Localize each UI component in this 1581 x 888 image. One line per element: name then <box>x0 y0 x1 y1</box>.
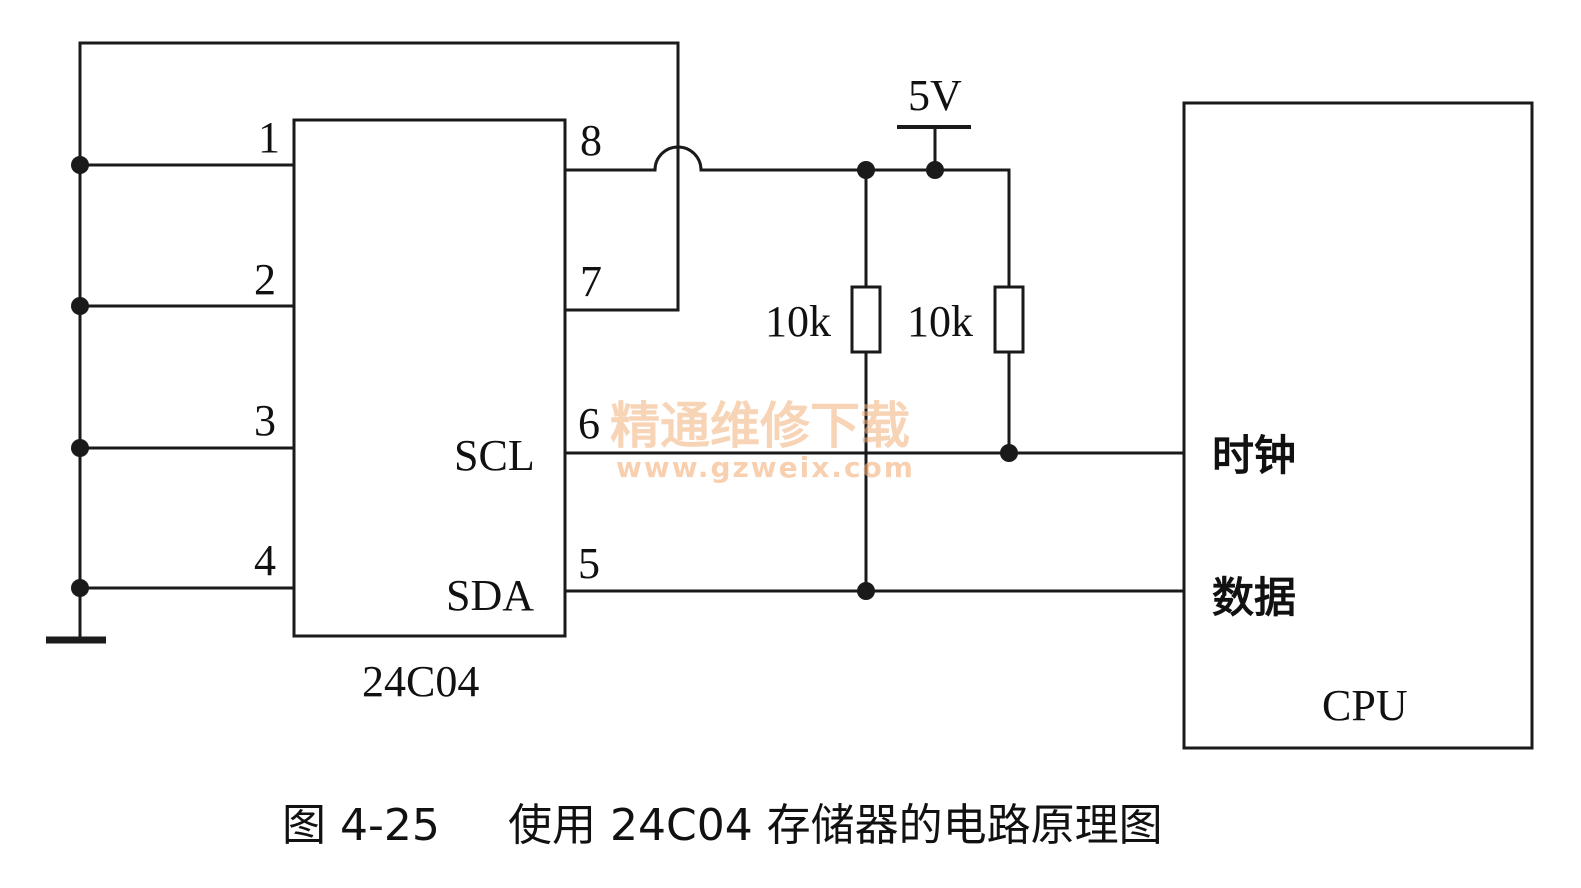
left-pin-wires <box>71 156 296 597</box>
pin-label-4: 4 <box>254 536 276 585</box>
watermark-url: www.gzweix.com <box>616 451 915 484</box>
cpu-data-label: 数据 <box>1212 573 1296 622</box>
pin-label-2: 2 <box>254 255 276 304</box>
resistor-right <box>993 285 1025 354</box>
cpu-block <box>1182 101 1534 750</box>
cpu-name-label: CPU <box>1322 681 1408 730</box>
chip-name-label: 24C04 <box>362 657 479 706</box>
watermark-title: 精通维修下载 <box>610 397 910 455</box>
sda-line <box>563 582 1186 600</box>
pin-label-1: 1 <box>258 113 280 162</box>
junction-dot <box>71 439 89 457</box>
cpu-clock-label: 时钟 <box>1212 431 1296 480</box>
pin-label-6: 6 <box>578 399 600 448</box>
scl-line <box>563 444 1186 462</box>
pin-label-7: 7 <box>580 257 602 306</box>
supply-voltage-label: 5V <box>908 71 962 120</box>
junction-dot <box>71 297 89 315</box>
sda-label: SDA <box>446 571 534 620</box>
junction-dot <box>926 161 944 179</box>
figure-caption: 使用 24C04 存储器的电路原理图 <box>508 800 1163 851</box>
junction-dot <box>1000 444 1018 462</box>
pin-label-8: 8 <box>580 116 602 165</box>
pin7-wire <box>563 41 680 312</box>
resistor-left <box>850 285 882 354</box>
chip-24c04-body <box>292 118 567 638</box>
junction-dot <box>71 579 89 597</box>
pin-label-5: 5 <box>578 539 600 588</box>
junction-dot <box>857 582 875 600</box>
pin-label-3: 3 <box>254 396 276 445</box>
junction-dot <box>857 161 875 179</box>
resistor-left-value: 10k <box>765 297 831 346</box>
pin8-supply-wire <box>563 125 1011 289</box>
figure-number: 图 4-25 <box>282 800 440 851</box>
resistor-right-value: 10k <box>907 297 973 346</box>
junction-dot <box>71 156 89 174</box>
scl-label: SCL <box>454 431 535 480</box>
